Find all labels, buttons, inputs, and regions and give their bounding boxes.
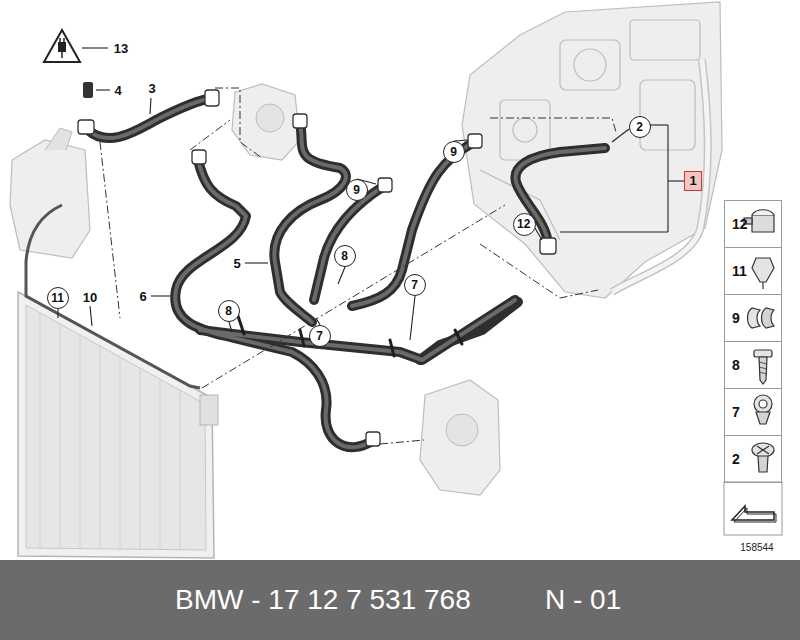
temperature-sensor: [83, 82, 93, 98]
callout-number: 7: [732, 405, 740, 419]
coolant-pipe: [612, 60, 708, 292]
legend-cell: 12: [724, 200, 782, 248]
expansion-tank: [45, 128, 72, 150]
engine-block: [462, 2, 722, 298]
callout-number: 2: [636, 121, 643, 133]
callout-number: 1: [689, 173, 696, 189]
legend-cell: [724, 482, 782, 535]
callout-number: 13: [112, 41, 130, 56]
auxiliary-pump: [420, 380, 500, 495]
callout-number: 12: [517, 218, 530, 230]
callout-number: 11: [732, 264, 747, 278]
legend-cell: 8: [724, 341, 782, 389]
legend-cell: 7: [724, 388, 782, 436]
callout-box: 1: [684, 171, 701, 191]
callout-number: 8: [341, 250, 348, 262]
hose-connectors: [78, 90, 556, 446]
callout-circle: 2: [629, 116, 651, 138]
thermostat-housing: [232, 84, 300, 160]
callout-number: 8: [732, 358, 740, 372]
callout-number: 4: [112, 83, 123, 98]
callout-number: 9: [732, 311, 740, 325]
callout-circle: 7: [404, 274, 426, 296]
expansion-tank: [10, 140, 90, 258]
coolant-hoses: [88, 98, 605, 447]
callout-number: 2: [732, 452, 740, 466]
callout-number: 11: [51, 292, 64, 304]
callout-circle: 9: [443, 141, 465, 163]
legend-cell: 9: [724, 294, 782, 342]
auxiliary-pump: [446, 414, 478, 446]
callout-number: 3: [146, 81, 157, 96]
callout-circle: 11: [47, 287, 69, 309]
part-number-text: BMW - 17 12 7 531 768: [175, 586, 471, 614]
coolant-pipe: [612, 60, 708, 292]
radiator: [18, 292, 218, 558]
warning-symbol: [44, 30, 80, 62]
callout-circle: 9: [346, 179, 368, 201]
reference-lines: [100, 88, 616, 444]
callout-circle: 12: [513, 213, 536, 236]
direction-arrow: [734, 508, 776, 522]
callout-circle: 8: [334, 245, 356, 267]
callout-number: 5: [231, 256, 242, 271]
part-number-band: BMW - 17 12 7 531 768 N - 01: [0, 560, 800, 640]
figure-number: 158544: [738, 542, 775, 554]
legend-cell: 2: [724, 435, 782, 483]
callout-number: 7: [316, 330, 323, 342]
thermostat-housing: [256, 104, 284, 132]
callout-number: 7: [411, 279, 418, 291]
callout-circle: 8: [218, 300, 240, 322]
leader-lines: [58, 48, 686, 340]
callout-number: 8: [225, 305, 232, 317]
part-number-text: N - 01: [545, 586, 621, 614]
legend-cell: 11: [724, 247, 782, 295]
callout-number: 6: [137, 289, 148, 304]
callout-circle: 7: [309, 325, 331, 347]
callout-number: 12: [732, 217, 748, 231]
callout-number: 9: [353, 184, 360, 196]
callout-number: 10: [81, 290, 99, 305]
callout-number: 9: [450, 146, 457, 158]
